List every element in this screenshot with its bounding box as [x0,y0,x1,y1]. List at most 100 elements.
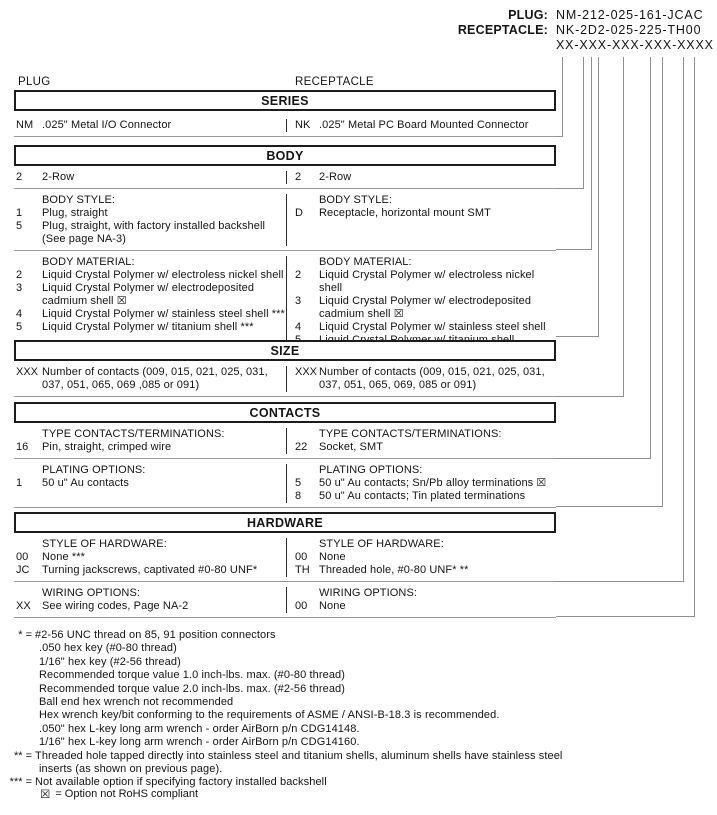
footnote-marker: *** = [9,776,32,789]
bracket-vertical-line [598,57,599,336]
bracket-horizontal-line [556,336,599,337]
option-text: None *** [42,551,85,563]
option-code: 22 [295,441,308,453]
option-code: 5 [295,477,302,489]
footnote-row: ** =Threaded hole tapped directly into s… [6,750,562,763]
footnote-row: Recommended torque value 2.0 inch-lbs. m… [6,683,562,696]
option-code: 8 [295,490,302,502]
footnote-text: .050" hex L-key long arm wrench - order … [39,722,360,735]
footnote-row: Ball end hex wrench not recommended [6,696,562,709]
rohs-note-text: = Option not RoHS compliant [55,788,199,800]
option-row: 4 Liquid Crystal Polymer w/ stainless ste… [14,308,286,321]
option-text: Threaded hole, #0-80 UNF* ** [319,564,469,576]
option-text: Plug, straight, with factory installed b… [42,220,266,245]
footnote-text: Not available option if specifying facto… [35,776,327,789]
option-code: 00 [295,551,308,563]
bracket-vertical-line [583,57,584,188]
footnotes: * =#2-56 UNC thread on 85, 91 position c… [6,629,563,790]
option-code: 4 [16,308,23,320]
option-row: 2 2-Row [295,171,556,184]
option-text: Liquid Crystal Polymer w/ stainless stee… [42,308,285,320]
bracket-vertical-line [683,57,684,581]
option-text: 2-Row [319,171,352,183]
option-code: JC [16,564,30,576]
option-row: JC Turning jackscrews, captivated #0-80 U… [14,564,286,577]
bracket-vertical-line [591,57,592,249]
left-column: NM.025" Metal I/O Connector [14,119,286,132]
footnote-marker: * = [18,629,32,641]
option-code: 2 [16,269,23,281]
option-group: WIRING OPTIONS: XX See wiring codes, Page … [14,582,556,618]
option-code: TH [295,564,310,576]
group-label: WIRING OPTIONS: [319,587,418,599]
option-row: 00 None [295,551,556,564]
option-row: XX See wiring codes, Page NA-2 [14,600,286,613]
group-label: BODY MATERIAL: [42,256,135,268]
option-code: XX [16,600,31,612]
footnote-text: inserts (as shown on previous page). [39,763,223,776]
footnote-row: 1/16" hex L-key long arm wrench - order … [6,736,562,749]
bracket-horizontal-line [556,581,684,582]
option-code: 2 [295,171,302,183]
receptacle-part-number: NK-2D2-025-225-TH00 [556,23,702,37]
option-text: See wiring codes, Page NA-2 [42,600,189,612]
bracket-horizontal-line [556,616,695,617]
option-text: None [319,551,346,563]
footnote-row: *** =Not available option if specifying … [6,776,562,789]
footnote-text: Hex wrench key/bit conforming to the req… [39,709,500,722]
option-text: Liquid Crystal Polymer w/ electrodeposit… [319,295,532,320]
footnote-text: .050 hex key (#0-80 thread) [39,642,177,655]
part-number-receptacle-row: RECEPTACLE: NK-2D2-025-225-TH00 [0,23,712,38]
option-text: Pin, straight, crimped wire [42,441,172,453]
section-title-bar: SIZE [14,340,556,361]
option-text: .025" Metal I/O Connector [42,119,172,131]
group-label: STYLE OF HARDWARE: [319,538,444,550]
footnote-row: .050 hex key (#0-80 thread) [6,642,562,655]
rohs-note: ☒ = Option not RoHS compliant [40,787,198,801]
option-code: 2 [16,171,23,183]
option-text: Receptacle, horizontal mount SMT [319,207,491,219]
option-code: 3 [295,295,302,307]
option-row: TH Threaded hole, #0-80 UNF* ** [295,564,556,577]
bracket-horizontal-line [556,188,584,189]
bracket-vertical-line [650,57,651,458]
option-text: Liquid Crystal Polymer w/ titanium shell… [42,321,254,333]
footnote-marker [6,709,32,722]
receptacle-column-header: RECEPTACLE [295,76,374,88]
footnote-row: 1/16" hex key (#2-56 thread) [6,656,562,669]
option-text: 50 u" Au contacts; Tin plated terminatio… [319,490,526,502]
option-text: Socket, SMT [319,441,384,453]
option-text: Turning jackscrews, captivated #0-80 UNF… [42,564,258,576]
section-title-bar: BODY [14,145,556,166]
footnote-text: 1/16" hex key (#2-56 thread) [39,655,181,668]
bracket-horizontal-line [556,136,563,137]
bracket-horizontal-line [556,506,663,507]
footnote-marker [6,763,32,776]
option-row: 8 50 u" Au contacts; Tin plated terminati… [295,490,556,503]
footnote-marker [6,683,32,696]
option-code: XXX [16,366,39,378]
plug-label: PLUG: [508,8,548,22]
footnote-marker [6,696,32,709]
